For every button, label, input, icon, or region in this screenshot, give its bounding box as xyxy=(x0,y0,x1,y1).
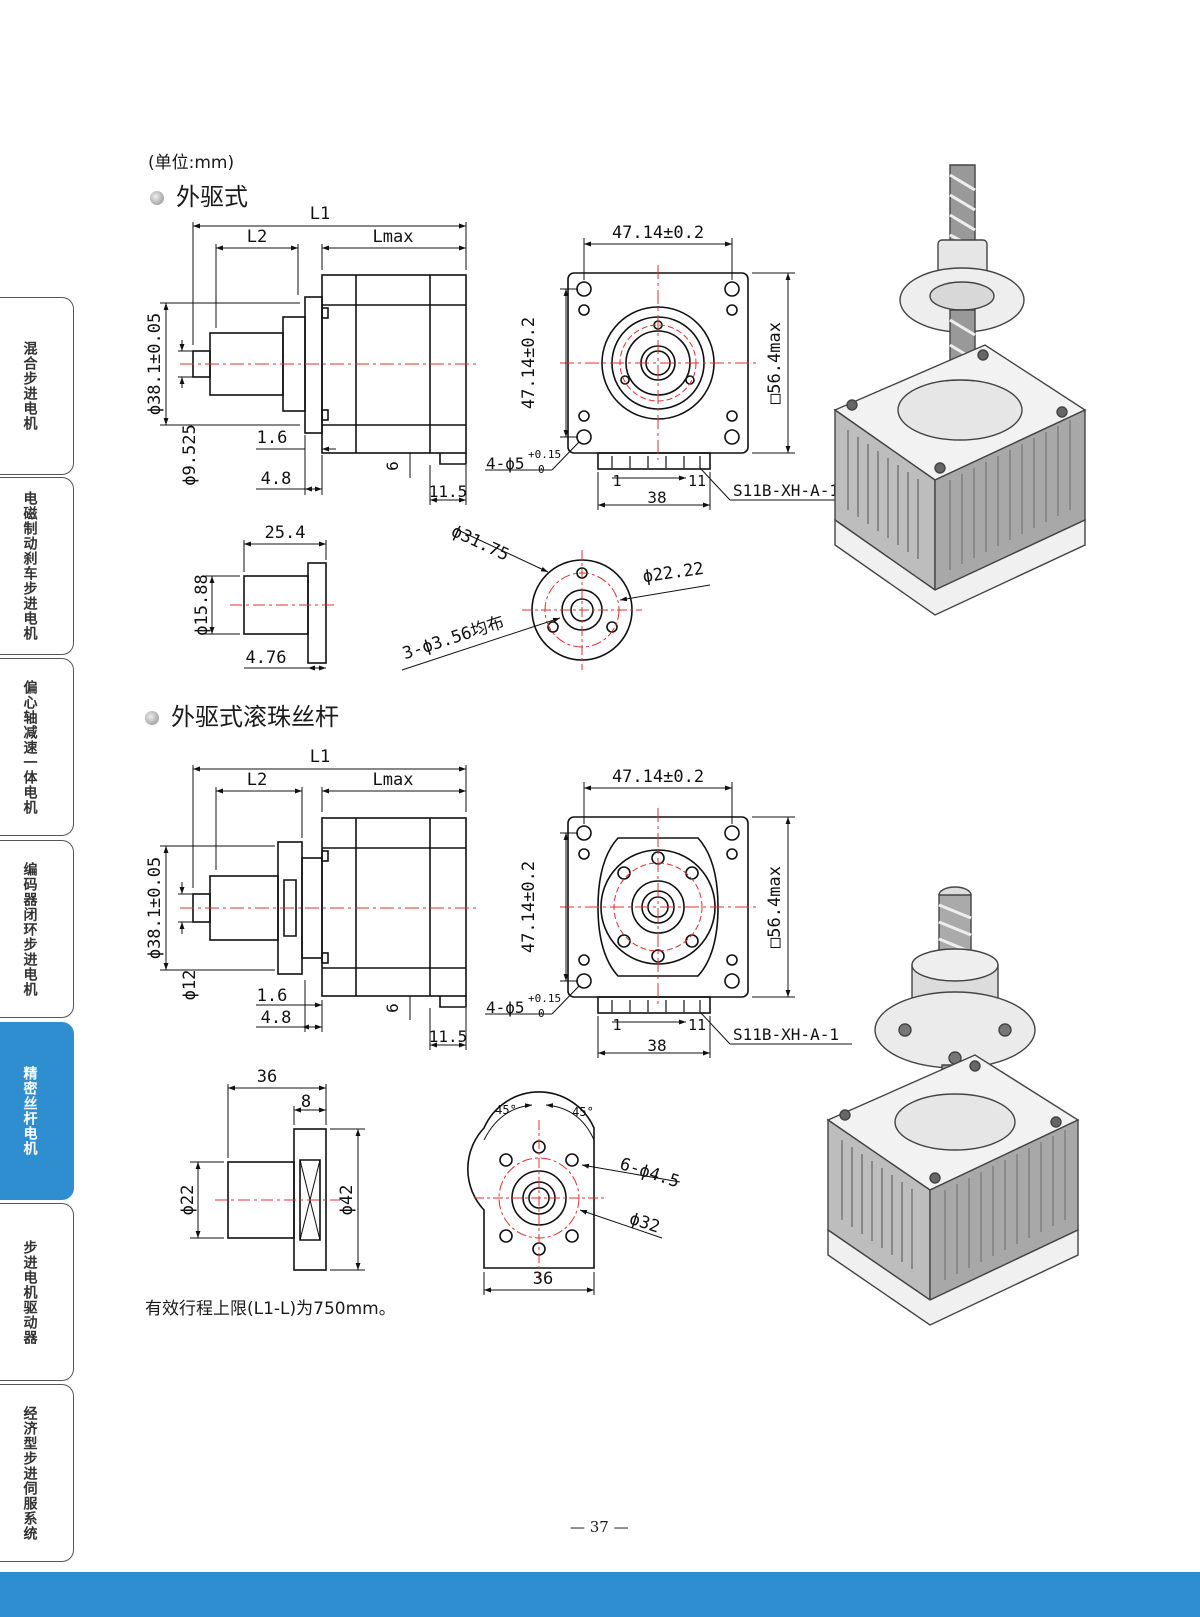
motor-illustration-1 xyxy=(833,164,1087,616)
side-tab-eccentric-gear[interactable]: 偏心轴减速一体电机 xyxy=(0,658,74,836)
conn-pin-11b: 11 xyxy=(688,1016,706,1034)
side-tab-brake-stepper[interactable]: 电磁制动刹车步进电机 xyxy=(0,477,74,655)
dim-d15.88: ϕ15.88 xyxy=(192,574,212,635)
dim-width-2: 47.14±0.2 xyxy=(612,767,704,787)
side-view-2 xyxy=(192,817,467,1008)
page-number: — 37 — xyxy=(570,1518,629,1536)
stroke-note: 有效行程上限(L1-L)为750mm。 xyxy=(145,1299,396,1319)
dim-height-2: 47.14±0.2 xyxy=(519,861,539,953)
dim-4.76: 4.76 xyxy=(246,648,287,668)
side-tab-closed-loop[interactable]: 编码器闭环步进电机 xyxy=(0,840,74,1018)
dim-6-2: 6 xyxy=(383,1003,402,1013)
dim-d32: ϕ32 xyxy=(627,1209,662,1238)
dim-d22.22: ϕ22.22 xyxy=(642,559,706,587)
conn-pin-1b: 1 xyxy=(612,1016,621,1034)
dim-d12-2: ϕ12 xyxy=(180,970,200,1001)
dim-36-front: 36 xyxy=(533,1269,553,1289)
dim-d38-2: ϕ38.1±0.05 xyxy=(145,857,165,959)
dim-Lmax-2: Lmax xyxy=(373,770,414,790)
connector-label-2: S11B-XH-A-1 xyxy=(733,1025,839,1044)
side-tab-label: 混合步进电机 xyxy=(21,341,38,431)
dim-36: 36 xyxy=(257,1067,277,1087)
dim-8: 8 xyxy=(301,1092,311,1112)
dim-d38-1: ϕ38.1±0.05 xyxy=(145,313,165,415)
dim-38-1: 38 xyxy=(647,488,666,507)
dim-25.4: 25.4 xyxy=(265,523,306,543)
technical-drawings: L1 L2 Lmax ϕ38.1±0.05 ϕ9.525 1.6 4.8 6 1… xyxy=(145,164,1087,1326)
section-heading-2: 外驱式滚珠丝杆 xyxy=(145,697,339,732)
section-title-1: 外驱式 xyxy=(176,183,248,211)
side-tab-label: 经济型步进伺服系统 xyxy=(21,1405,38,1541)
dim-width-1: 47.14±0.2 xyxy=(612,223,704,243)
dim-tol-up-1: +0.15 xyxy=(528,448,561,461)
bullet-icon xyxy=(150,191,164,205)
dim-tol-up-2: +0.15 xyxy=(528,992,561,1005)
dim-height-1: 47.14±0.2 xyxy=(519,317,539,409)
dim-L1-2: L1 xyxy=(310,747,330,767)
dim-L2-2: L2 xyxy=(247,770,267,790)
dim-3-holes: 3-ϕ3.56均布 xyxy=(400,612,507,664)
dim-4.8-2: 4.8 xyxy=(261,1008,292,1028)
side-tab-label: 编码器闭环步进电机 xyxy=(21,861,38,997)
dim-6-1: 6 xyxy=(383,461,402,471)
side-tab-label: 偏心轴减速一体电机 xyxy=(21,679,38,815)
side-tab-label: 电磁制动刹车步进电机 xyxy=(21,491,38,641)
dim-d22: ϕ22 xyxy=(178,1185,198,1216)
side-tab-driver[interactable]: 步进电机驱动器 xyxy=(0,1203,74,1381)
section-title-2: 外驱式滚珠丝杆 xyxy=(171,703,339,731)
section-heading-1: 外驱式 xyxy=(150,177,248,212)
connector-label-1: S11B-XH-A-1 xyxy=(733,481,839,500)
dim-flange-2: □56.4max xyxy=(765,866,785,948)
dim-d31.75: ϕ31.75 xyxy=(448,521,512,565)
bullet-icon xyxy=(145,711,159,725)
dim-d42: ϕ42 xyxy=(337,1185,357,1216)
conn-pin-1: 1 xyxy=(612,472,621,490)
dim-1.6-1: 1.6 xyxy=(257,428,288,448)
dim-Lmax-1: Lmax xyxy=(373,227,414,247)
dim-L1-1: L1 xyxy=(310,204,330,224)
dim-tol-dn-1: 0 xyxy=(538,463,545,476)
bottom-bar xyxy=(0,1572,1200,1617)
dim-holes-1: 4-ϕ5 xyxy=(486,454,525,473)
dim-L2-1: L2 xyxy=(247,227,267,247)
side-tab-hybrid-stepper[interactable]: 混合步进电机 xyxy=(0,297,74,475)
side-tab-lead-screw[interactable]: 精密丝杆电机 xyxy=(0,1022,74,1200)
dim-38-2: 38 xyxy=(647,1036,666,1055)
unit-label: (单位:mm) xyxy=(148,153,235,173)
dim-11.5-1: 11.5 xyxy=(429,482,468,501)
side-tab-label: 步进电机驱动器 xyxy=(21,1239,38,1345)
dim-holes-2: 4-ϕ5 xyxy=(486,998,525,1017)
dim-d9-1: ϕ9.525 xyxy=(180,424,200,485)
motor-illustration-2 xyxy=(826,886,1080,1326)
dim-11.5-2: 11.5 xyxy=(429,1027,468,1046)
side-tab-label: 精密丝杆电机 xyxy=(21,1066,38,1156)
dim-flange-1: □56.4max xyxy=(765,322,785,404)
conn-pin-11: 11 xyxy=(688,472,706,490)
dim-1.6-2: 1.6 xyxy=(257,986,288,1006)
side-tab-servo[interactable]: 经济型步进伺服系统 xyxy=(0,1384,74,1562)
angle-45-right: 45° xyxy=(572,1105,594,1119)
angle-45-left: 45° xyxy=(495,1103,517,1117)
dim-6-holes: 6-ϕ4.5 xyxy=(617,1154,682,1192)
dim-tol-dn-2: 0 xyxy=(538,1007,545,1020)
dim-4.8-1: 4.8 xyxy=(261,469,292,489)
